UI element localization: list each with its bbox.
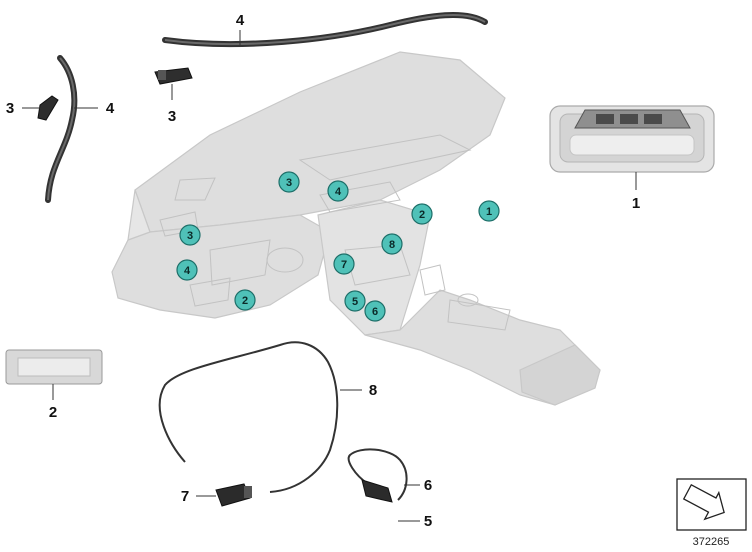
callout-2: 2 bbox=[49, 404, 57, 421]
location-marker-2-right: 2 bbox=[411, 203, 433, 225]
callout-7: 7 bbox=[181, 488, 189, 505]
part-1-overhead-light bbox=[549, 105, 715, 190]
part-4-trim-strip-left bbox=[45, 55, 78, 203]
callout-3-mid: 3 bbox=[168, 108, 176, 125]
location-marker-3-left: 3 bbox=[179, 224, 201, 246]
location-marker-2-left: 2 bbox=[234, 289, 256, 311]
svg-text:2: 2 bbox=[419, 209, 425, 221]
location-marker-6: 6 bbox=[364, 300, 386, 322]
svg-text:1: 1 bbox=[486, 206, 492, 218]
svg-text:7: 7 bbox=[341, 259, 347, 271]
part-3-lamp-top bbox=[154, 67, 193, 100]
callout-4-left: 4 bbox=[106, 100, 115, 117]
location-marker-4-top: 4 bbox=[327, 180, 349, 202]
callout-4-top: 4 bbox=[236, 12, 245, 29]
svg-text:3: 3 bbox=[286, 177, 292, 189]
location-marker-3-top: 3 bbox=[278, 171, 300, 193]
svg-text:4: 4 bbox=[184, 265, 191, 277]
location-marker-8: 8 bbox=[381, 233, 403, 255]
svg-text:3: 3 bbox=[187, 230, 193, 242]
part-4-trim-strip-top bbox=[162, 11, 488, 47]
location-marker-4-left: 4 bbox=[176, 259, 198, 281]
part-7-connector bbox=[196, 483, 252, 507]
reference-number: 372265 bbox=[693, 536, 730, 548]
svg-text:4: 4 bbox=[335, 186, 342, 198]
part-6-short-cable bbox=[347, 448, 420, 501]
location-marker-1: 1 bbox=[478, 200, 500, 222]
callout-6: 6 bbox=[424, 477, 432, 494]
part-2-footwell-lamp bbox=[5, 349, 103, 400]
svg-text:5: 5 bbox=[352, 296, 358, 308]
svg-text:8: 8 bbox=[389, 239, 395, 251]
callout-1: 1 bbox=[632, 195, 640, 212]
reference-box bbox=[676, 478, 747, 531]
location-marker-7: 7 bbox=[333, 253, 355, 275]
dashboard-ghost-details bbox=[159, 134, 511, 331]
part-3-lamp-left bbox=[37, 95, 59, 121]
callout-5: 5 bbox=[424, 513, 432, 530]
dashboard-ghost bbox=[111, 51, 601, 406]
svg-text:2: 2 bbox=[242, 295, 248, 307]
part-5-connector bbox=[361, 479, 420, 522]
svg-text:6: 6 bbox=[372, 306, 378, 318]
callout-8: 8 bbox=[369, 382, 377, 399]
callout-3-left: 3 bbox=[6, 100, 14, 117]
location-marker-5: 5 bbox=[344, 290, 366, 312]
part-8-light-guide-cable bbox=[158, 341, 362, 497]
